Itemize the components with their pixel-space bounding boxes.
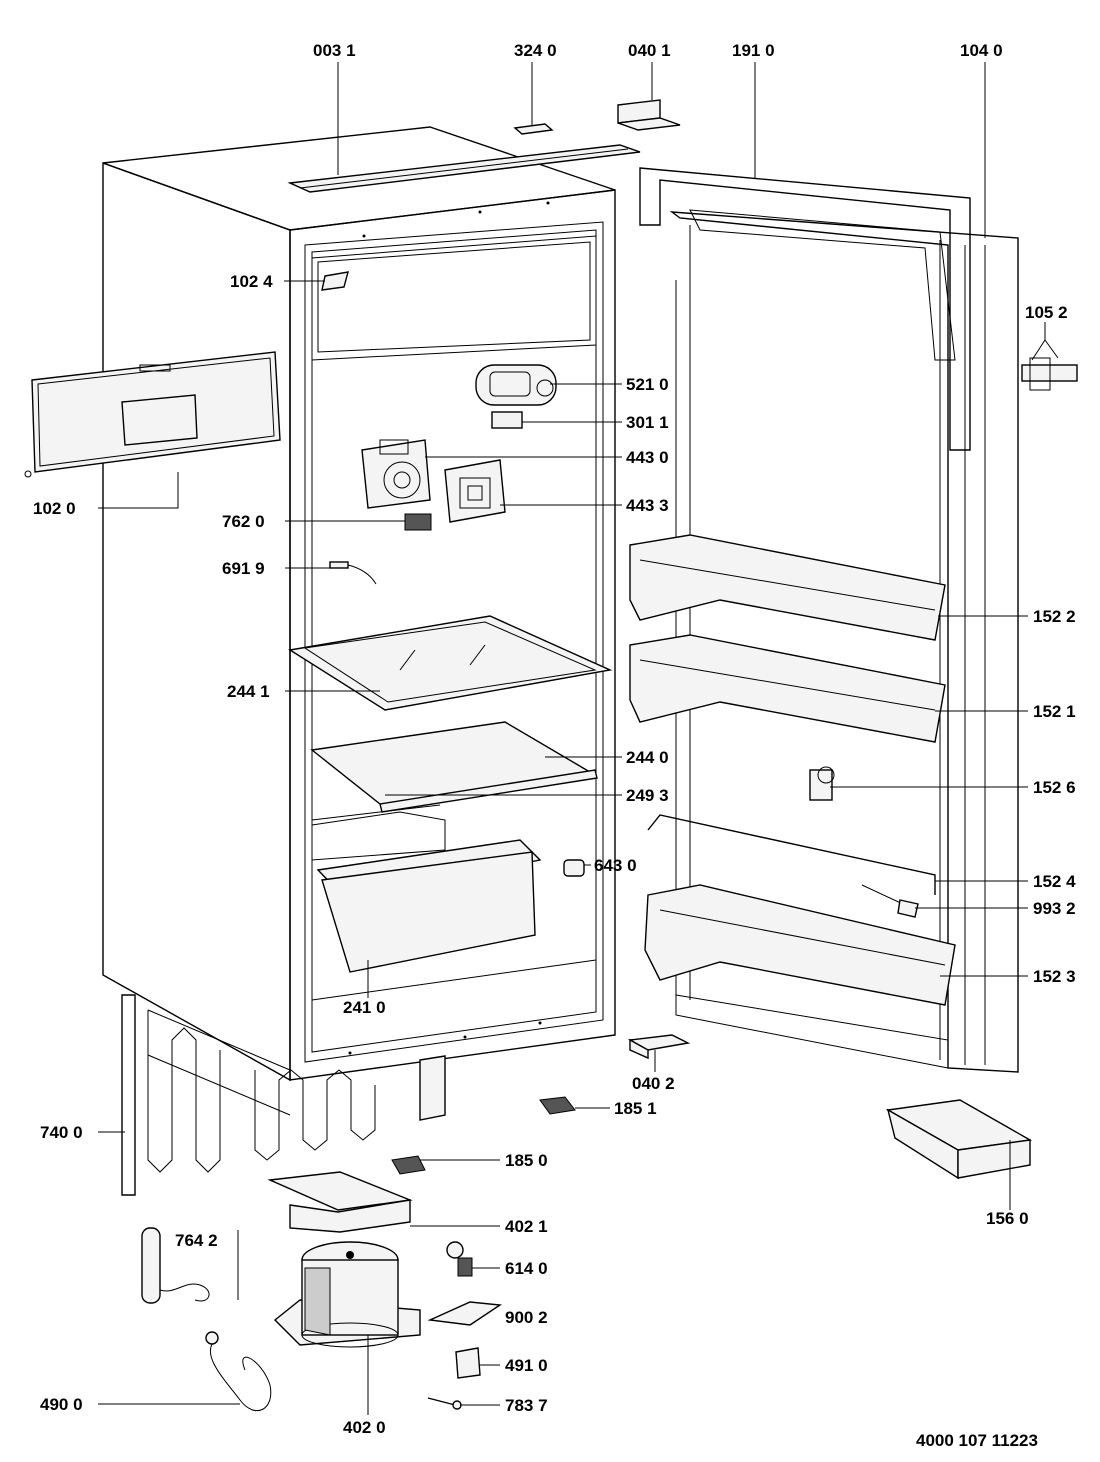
top-cover-strip (287, 144, 641, 193)
callout-4910: 491 0 (505, 1356, 548, 1375)
callout-1910: 191 0 (732, 41, 775, 60)
callout-1521: 152 1 (1033, 702, 1076, 721)
callout-4021: 402 1 (505, 1217, 548, 1236)
drier-filter (141, 1227, 239, 1304)
freezer-flap (24, 351, 281, 478)
ice-tray (885, 1099, 1033, 1180)
callout-2410: 241 0 (343, 998, 386, 1017)
callout-3011: 301 1 (626, 413, 669, 432)
clip-part (513, 123, 554, 135)
callout-7400: 740 0 (40, 1123, 83, 1142)
thermostat-knob (491, 411, 523, 429)
callout-5210: 521 0 (626, 375, 669, 394)
callout-1851: 185 1 (614, 1099, 657, 1118)
leader-lines (98, 62, 1059, 1415)
callout-0031: 003 1 (313, 41, 356, 60)
hinge-lower (627, 1034, 691, 1060)
callout-1850: 185 0 (505, 1151, 548, 1170)
callout-1024: 102 4 (230, 272, 273, 291)
callout-9932: 993 2 (1033, 899, 1076, 918)
door-bin-middle (629, 634, 946, 743)
callout-7642: 764 2 (175, 1231, 218, 1250)
crisper-cover-shelf (310, 721, 598, 813)
callout-9002: 900 2 (505, 1308, 548, 1327)
power-cable (205, 1331, 272, 1412)
callout-0402: 040 2 (632, 1074, 675, 1093)
lamp-cover (563, 859, 585, 877)
callout-4020: 402 0 (343, 1418, 386, 1437)
flap-hinge-part (321, 271, 349, 291)
cabinet-body (102, 126, 616, 1082)
callout-2493: 249 3 (626, 786, 669, 805)
callout-1526: 152 6 (1033, 778, 1076, 797)
callout-4430: 443 0 (626, 448, 669, 467)
door-bin-lower (644, 884, 956, 1006)
compressor-support (267, 1171, 413, 1233)
document-number: 4000 107 11223 (916, 1431, 1038, 1450)
callout-6430: 643 0 (594, 856, 637, 875)
callout-1040: 104 0 (960, 41, 1003, 60)
thermostat-housing (475, 364, 557, 406)
fan-cover (444, 459, 506, 523)
lamp-part (404, 513, 432, 531)
callout-7620: 762 0 (222, 512, 265, 531)
starter-relay (446, 1241, 473, 1277)
callout-1020: 102 0 (33, 499, 76, 518)
callout-6140: 614 0 (505, 1259, 548, 1278)
cover-part-0 (391, 1155, 426, 1175)
sensor-probe (329, 561, 377, 585)
cover-part-1 (539, 1096, 576, 1115)
callout-7837: 783 7 (505, 1396, 548, 1415)
callout-4433: 443 3 (626, 496, 669, 515)
compressor (273, 1241, 421, 1348)
overload-protector (427, 1301, 503, 1326)
callout-0401: 040 1 (628, 41, 671, 60)
callout-2440: 244 0 (626, 748, 669, 767)
door-bin-upper (629, 534, 946, 641)
condenser (121, 994, 446, 1196)
crisper-drawer (316, 839, 542, 973)
connector-pin (427, 1397, 462, 1410)
callout-1524: 152 4 (1033, 872, 1076, 891)
callout-1560: 156 0 (986, 1209, 1029, 1228)
callout-6919: 691 9 (222, 559, 265, 578)
hinge-upper (617, 99, 681, 131)
door-hinge (1021, 357, 1078, 391)
bottle-retainer-bar (647, 814, 936, 895)
glass-shelf (288, 615, 613, 711)
fan-motor (361, 439, 431, 509)
callout-3240: 324 0 (514, 41, 557, 60)
callout-2441: 244 1 (227, 682, 270, 701)
door-switch (861, 884, 919, 918)
callout-4900: 490 0 (40, 1395, 83, 1414)
callout-1522: 152 2 (1033, 607, 1076, 626)
callout-1523: 152 3 (1033, 967, 1076, 986)
callout-1052: 105 2 (1025, 303, 1068, 322)
bottle-clip (809, 766, 835, 801)
cable-cover (455, 1347, 481, 1379)
